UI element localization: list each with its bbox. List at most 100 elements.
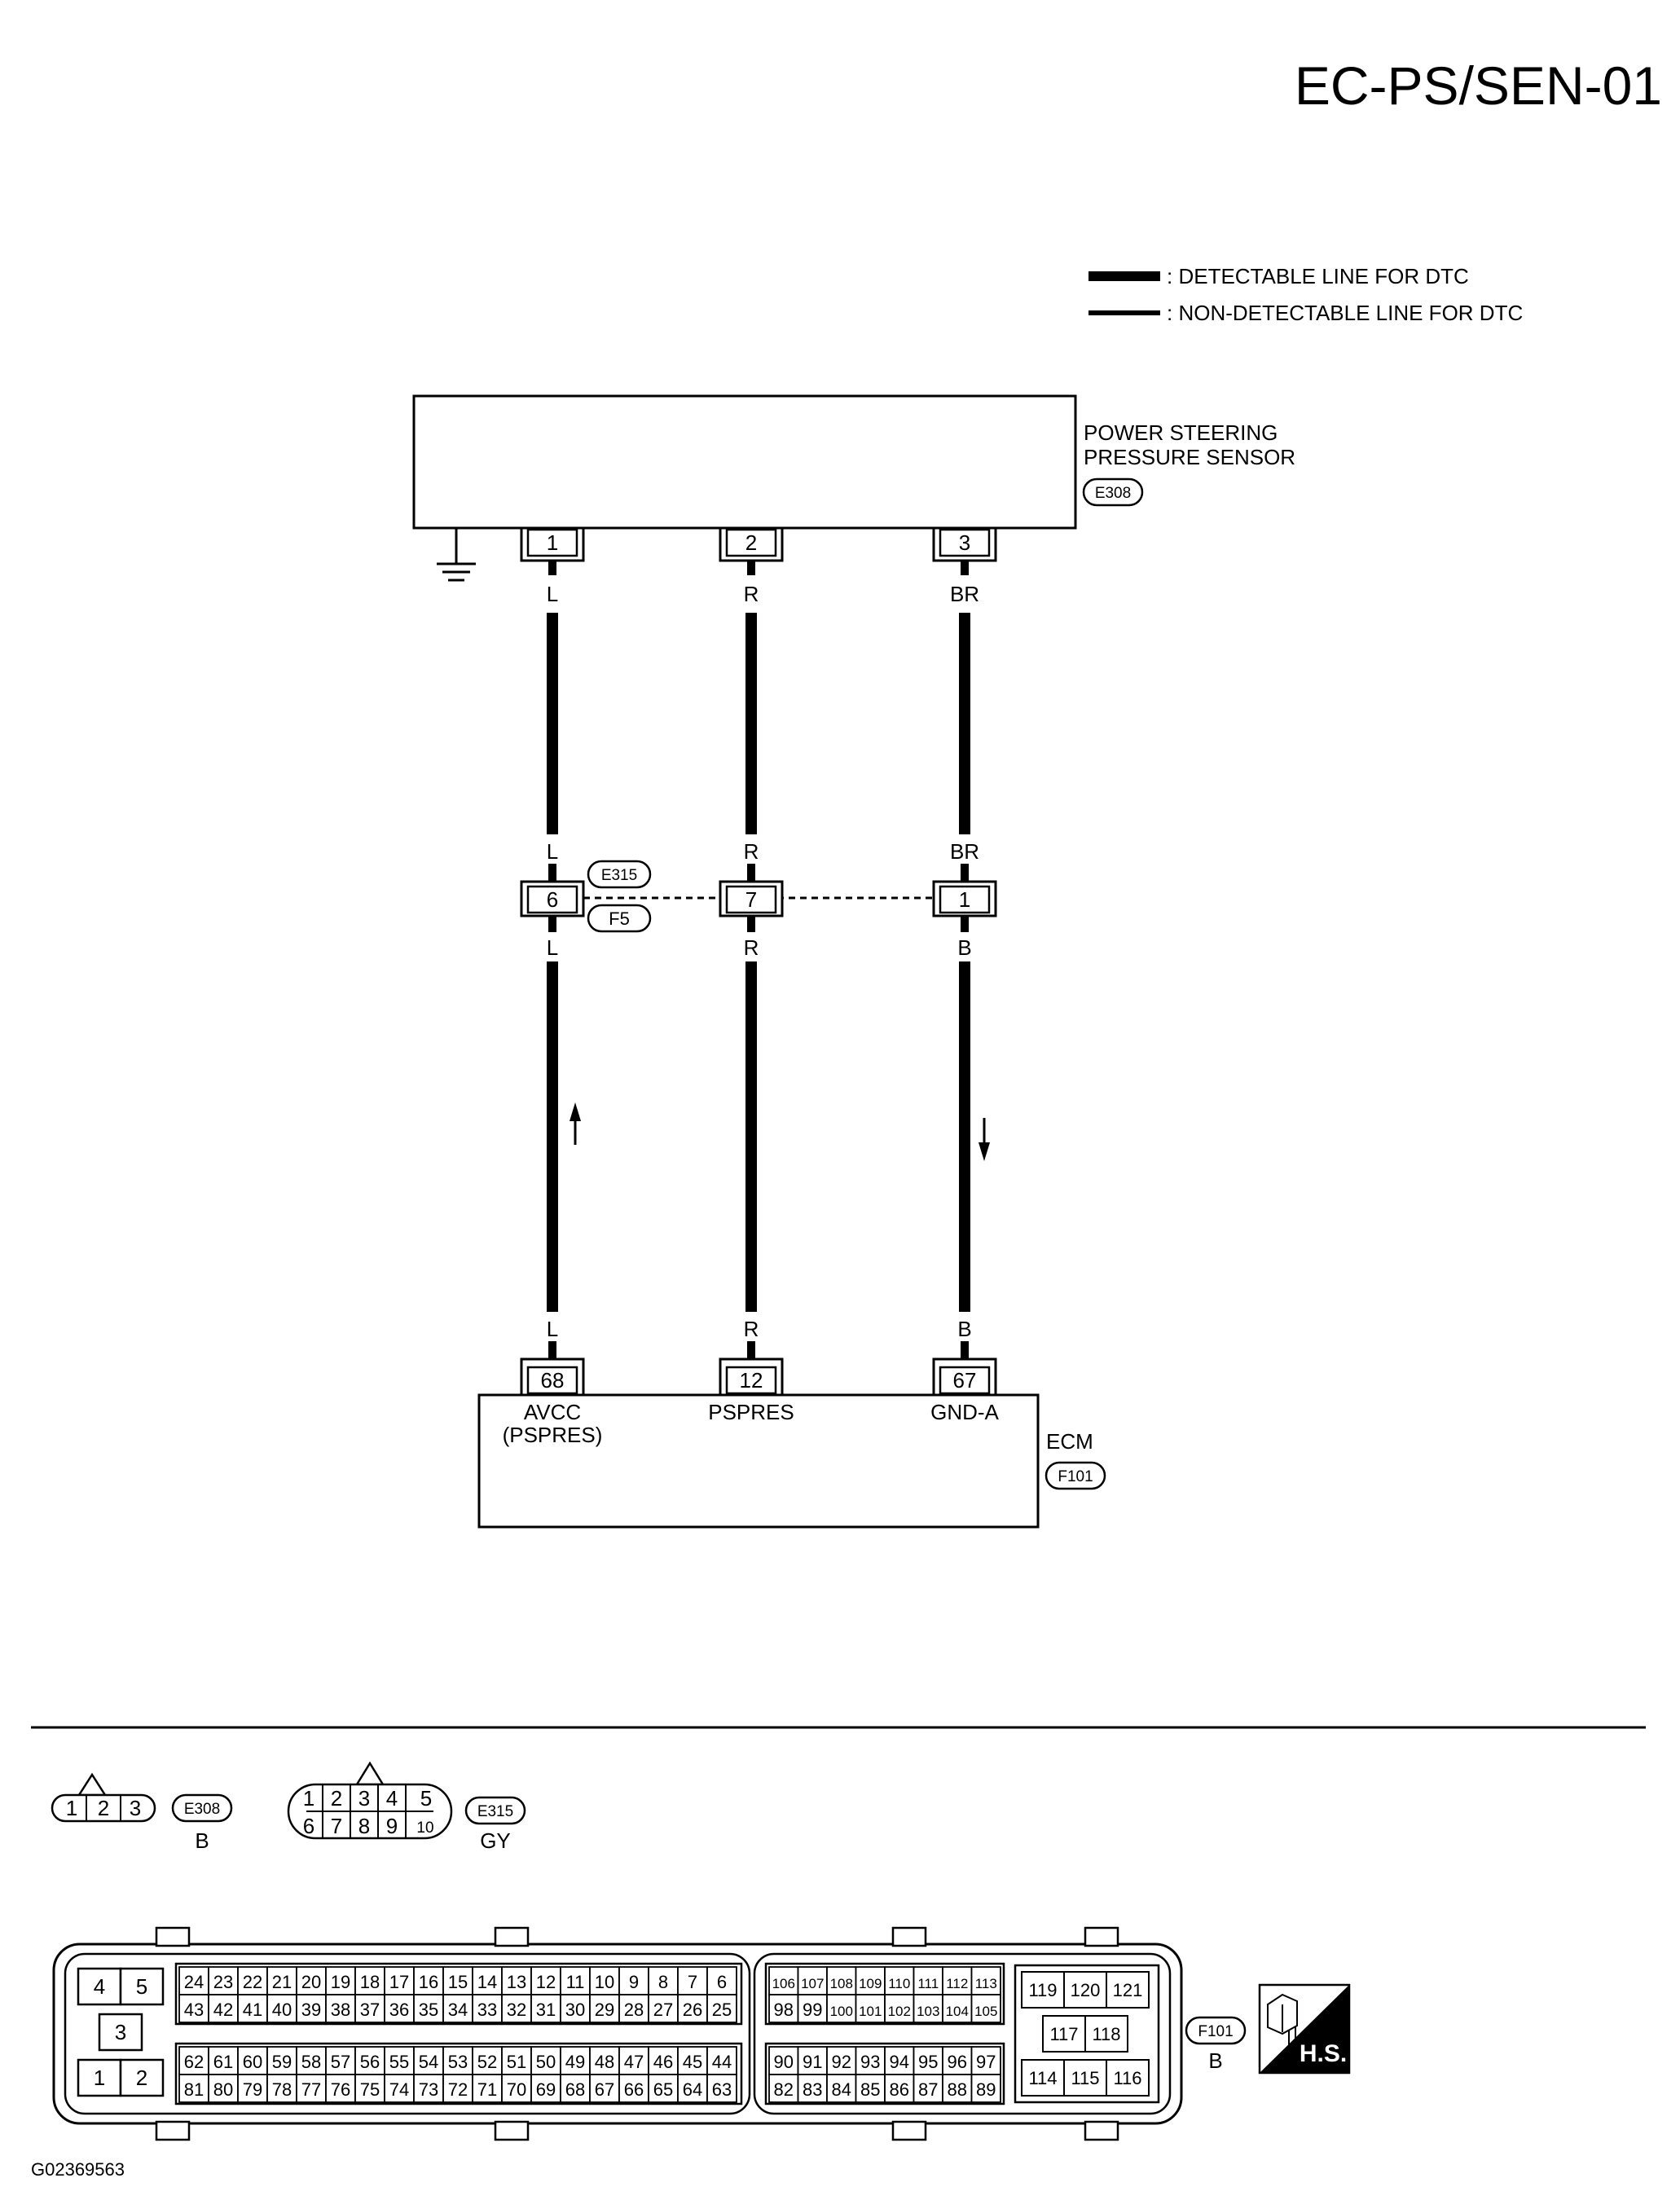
- f101-pin-75: 75: [360, 2079, 380, 2100]
- f101-pin-29: 29: [595, 2000, 614, 2020]
- ecm-terminal-pspres: PSPRES: [708, 1400, 794, 1424]
- f101-pin-cell: [325, 1994, 356, 2023]
- wire-color-upper-2-top: R: [744, 582, 759, 606]
- f101-pin-99: 99: [803, 2000, 822, 2020]
- ecm-connector-badge: [1045, 1461, 1106, 1490]
- f101-pin-73: 73: [419, 2079, 438, 2100]
- joint-connector-badge-bottom: [587, 904, 652, 933]
- wire-color-upper-1-top: L: [547, 582, 558, 606]
- connector-view-e315: 1 2 3 4 5 6 7 8 9 10 E315 GY: [287, 1761, 526, 1853]
- f101-pin-cell: [768, 1966, 799, 1995]
- f101-pin-cell: [442, 2074, 473, 2103]
- f101-pin-6: 6: [717, 1972, 727, 1992]
- f101-pin-27: 27: [653, 2000, 673, 2020]
- wire-color-lower-2-top: R: [744, 935, 759, 960]
- wire-l-upper: [547, 613, 558, 834]
- f101-pin-cell: [942, 2046, 973, 2075]
- f101-pin-cell: [589, 2074, 620, 2103]
- f101-pin-cell: [208, 2046, 239, 2075]
- f101-pin-cell: [472, 2074, 503, 2103]
- wire-color-upper-3-bottom: BR: [950, 839, 979, 864]
- legend-detectable-label: : DETECTABLE LINE FOR DTC: [1167, 264, 1469, 288]
- f101-pin-33: 33: [477, 2000, 497, 2020]
- f101-pin-cell: [768, 2046, 799, 2075]
- f101-pin-85: 85: [860, 2079, 880, 2100]
- ecm-terminal-gnd-a: GND-A: [930, 1400, 999, 1424]
- f101-pin-cell: [325, 2074, 356, 2103]
- f101-pin-119: 119: [1028, 1980, 1057, 2000]
- wire-color-lower-1-top: L: [547, 935, 558, 960]
- f101-pin-11: 11: [566, 1972, 585, 1992]
- f101-pin-82: 82: [774, 2079, 794, 2100]
- f101-pin-107: 107: [801, 1976, 824, 1991]
- e315-pin-7: 7: [331, 1814, 342, 1838]
- f101-pin-77: 77: [301, 2079, 321, 2100]
- f101-pin-21: 21: [272, 1972, 292, 1992]
- f101-pin-70: 70: [507, 2079, 526, 2100]
- f101-pin-63: 63: [712, 2079, 732, 2100]
- legend: : DETECTABLE LINE FOR DTC : NON-DETECTAB…: [1088, 264, 1523, 325]
- f101-pin-31: 31: [536, 2000, 556, 2020]
- f101-pin-cell: [501, 2074, 532, 2103]
- wire-b-lower: [959, 961, 970, 1312]
- arrow-down-icon: [979, 1118, 990, 1161]
- f101-pin-105: 105: [974, 2004, 997, 2019]
- f101-pin-98: 98: [774, 2000, 794, 2020]
- f101-pin-15: 15: [448, 1972, 468, 1992]
- ecm: 68 12 67 AVCC (PSPRES) PSPRES GND-A ECM …: [477, 1357, 1106, 1529]
- f101-pin-44: 44: [712, 2052, 732, 2072]
- figure-id: G02369563: [31, 2159, 125, 2180]
- f101-pin-cell: [208, 1966, 239, 1995]
- wire-color-lower-2-bottom: R: [744, 1317, 759, 1341]
- f101-pin-cell: [884, 1994, 915, 2023]
- f101-pin-cell: [354, 2074, 385, 2103]
- f101-pin-cell: [855, 1994, 886, 2023]
- upper-wires: L L R R BR BR: [547, 561, 979, 882]
- f101-pin-94: 94: [890, 2052, 909, 2072]
- f101-pin-65: 65: [653, 2079, 673, 2100]
- f101-pin-53: 53: [448, 2052, 468, 2072]
- f101-pin-cell: [706, 1994, 737, 2023]
- f101-pin-113: 113: [975, 1976, 997, 1991]
- f101-pin-100: 100: [830, 2004, 853, 2019]
- f101-pin-3: 3: [115, 2020, 126, 2044]
- sensor-name-line1: POWER STEERING: [1084, 420, 1278, 445]
- wire-br-upper: [959, 613, 970, 834]
- f101-pin-cell: [472, 1966, 503, 1995]
- e308-pin-3: 3: [130, 1796, 141, 1820]
- f101-pin-35: 35: [419, 2000, 438, 2020]
- f101-pin-57: 57: [331, 2052, 350, 2072]
- f101-pin-71: 71: [477, 2079, 497, 2100]
- e315-pin-6: 6: [303, 1814, 314, 1838]
- f101-pin-121: 121: [1113, 1980, 1143, 2000]
- f101-pin-51: 51: [507, 2052, 526, 2072]
- f101-pin-20: 20: [301, 1972, 321, 1992]
- f101-pin-91: 91: [803, 2052, 822, 2072]
- f101-view-color: B: [1208, 2048, 1222, 2073]
- f101-pin-cell: [442, 1994, 473, 2023]
- f101-pin-48: 48: [595, 2052, 614, 2072]
- f101-pin-cell: [354, 2046, 385, 2075]
- f101-pin-18: 18: [360, 1972, 380, 1992]
- ecm-name: ECM: [1046, 1429, 1093, 1454]
- joint-connector-badge-top: [587, 860, 652, 889]
- page-title: EC-PS/SEN-01: [1295, 55, 1662, 116]
- f101-pin-68: 68: [565, 2079, 585, 2100]
- f101-pin-62: 62: [184, 2052, 204, 2072]
- f101-pin-37: 37: [360, 2000, 380, 2020]
- e308-view-color: B: [195, 1828, 209, 1853]
- f101-pin-cell: [970, 2074, 1001, 2103]
- f101-pin-72: 72: [448, 2079, 468, 2100]
- f101-pin-cell: [942, 1966, 973, 1995]
- f101-pin-cell: [530, 2074, 561, 2103]
- f101-pin-12: 12: [536, 1972, 556, 1992]
- f101-pin-41: 41: [243, 2000, 262, 2020]
- f101-pin-cell: [855, 1966, 886, 1995]
- f101-pin-110: 110: [888, 1976, 910, 1991]
- f101-pin-cell: [970, 2046, 1001, 2075]
- f101-pin-14: 14: [477, 1972, 497, 1992]
- f101-pin-40: 40: [272, 2000, 292, 2020]
- wire-color-upper-2-bottom: R: [744, 839, 759, 864]
